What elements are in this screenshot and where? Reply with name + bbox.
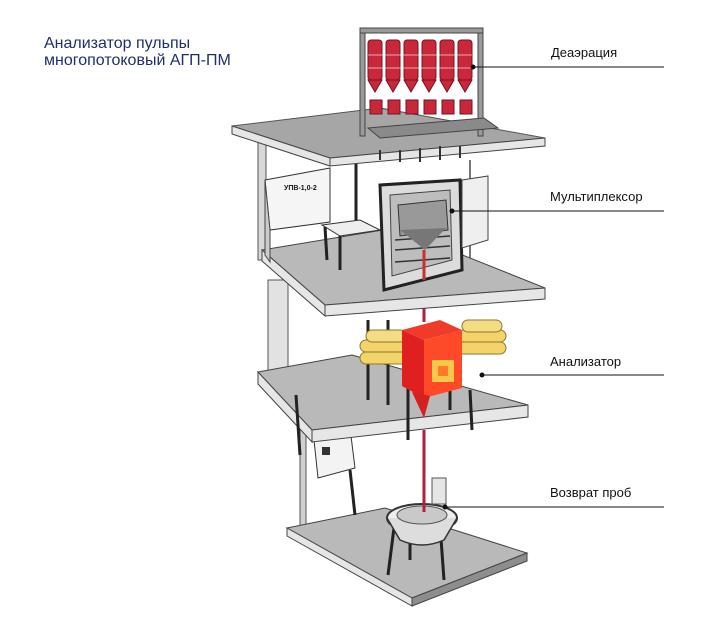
deaeration-vessels xyxy=(367,39,473,115)
callout-multiplexer: Мультиплексор xyxy=(449,189,664,214)
sample-return-tank xyxy=(386,430,458,581)
callout-sample-return: Возврат проб xyxy=(442,485,664,510)
control-cabinet: УПВ-1,0-2 xyxy=(264,167,331,264)
title-line-1: Анализатор пульпы xyxy=(44,35,191,52)
floor-3 xyxy=(257,354,529,456)
work-table xyxy=(320,219,382,270)
label-analyzer: Анализатор xyxy=(550,354,621,369)
title-line-2: многопотоковый АГП-ПМ xyxy=(44,52,231,69)
callout-deaeration: Деаэрация xyxy=(470,45,664,70)
cabinet-label: УПВ-1,0-2 xyxy=(284,185,317,192)
detector-cylinders-right xyxy=(457,319,507,355)
label-multiplexer: Мультиплексор xyxy=(550,189,643,204)
floor-4 xyxy=(285,507,529,607)
label-sample-return: Возврат проб xyxy=(550,485,631,500)
callout-analyzer: Анализатор xyxy=(479,354,664,378)
deaeration-rack xyxy=(359,27,500,139)
diagram-title: Анализатор пульпы многопотоковый АГП-ПМ xyxy=(44,35,231,69)
detector-cylinders-left xyxy=(359,329,409,365)
label-deaeration: Деаэрация xyxy=(551,45,617,60)
multiplexer-unit xyxy=(378,175,489,292)
